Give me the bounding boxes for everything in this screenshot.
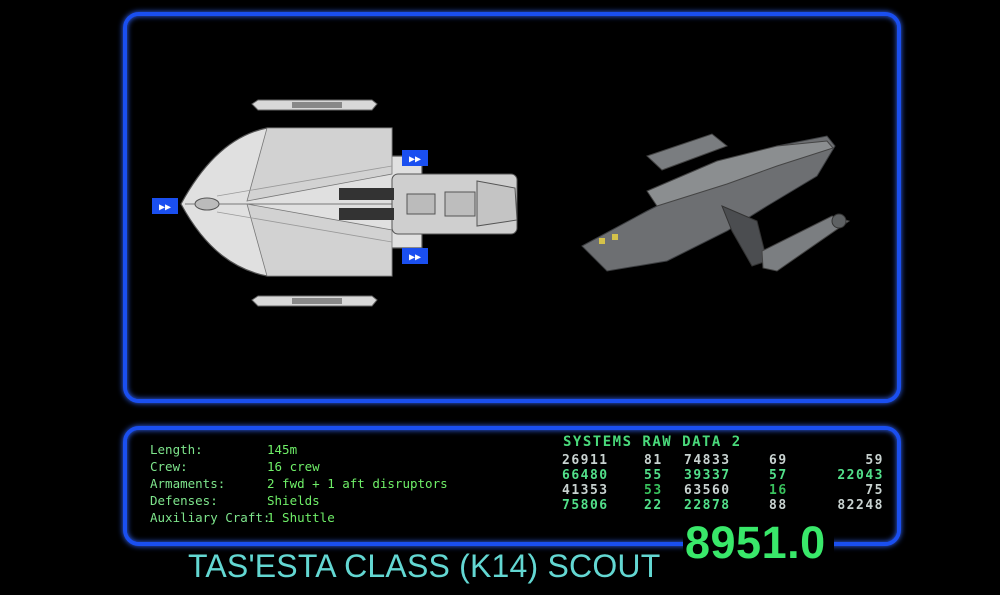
- svg-text:▶▶: ▶▶: [159, 202, 171, 213]
- spec-row-defenses: Defenses: Shields: [150, 492, 448, 509]
- systems-cell: 39337: [684, 468, 731, 483]
- spec-label: Crew:: [150, 459, 188, 474]
- spec-row-length: Length: 145m: [150, 441, 448, 458]
- spec-value: 1 Shuttle: [267, 510, 335, 525]
- systems-cell: 75806: [562, 498, 609, 513]
- systems-cell: 59: [865, 453, 884, 468]
- systems-cell: 88: [769, 498, 788, 513]
- spec-label: Length:: [150, 442, 203, 457]
- systems-row: 66480 55 39337 57 22043: [562, 468, 892, 483]
- spec-row-auxiliary-craft: Auxiliary Craft:1 Shuttle: [150, 509, 448, 526]
- systems-cell: 74833: [684, 453, 731, 468]
- systems-cell: 53: [644, 483, 663, 498]
- systems-cell: 55: [644, 468, 663, 483]
- spec-label: Armaments:: [150, 476, 226, 491]
- systems-cell: 16: [769, 483, 788, 498]
- ship-schematic-viewport: ▶▶ ▶▶ ▶▶: [152, 99, 851, 307]
- spec-label: Auxiliary Craft:: [150, 510, 271, 525]
- systems-cell: 22: [644, 498, 663, 513]
- systems-cell: 69: [769, 453, 788, 468]
- systems-cell: 63560: [684, 483, 731, 498]
- spec-value: 2 fwd + 1 aft disruptors: [267, 476, 448, 491]
- systems-raw-data-title: SYSTEMS RAW DATA 2: [563, 434, 742, 450]
- ship-render-3d: [581, 133, 851, 272]
- spec-value: 16 crew: [267, 459, 320, 474]
- ship-schematic-topdown: ▶▶ ▶▶ ▶▶: [152, 99, 518, 307]
- readout-value: 8951.0: [683, 517, 834, 569]
- hardpoint-marker-icon: ▶▶: [402, 150, 428, 166]
- systems-cell: 57: [769, 468, 788, 483]
- spec-row-crew: Crew: 16 crew: [150, 458, 448, 475]
- systems-row: 75806 22 22878 88 82248: [562, 498, 892, 513]
- systems-cell: 22043: [837, 468, 884, 483]
- ship-display-frame: ▶▶ ▶▶ ▶▶: [123, 12, 901, 403]
- systems-cell: 81: [644, 453, 663, 468]
- spec-value: Shields: [267, 493, 320, 508]
- systems-row: 26911 81 74833 69 59: [562, 453, 892, 468]
- svg-text:▶▶: ▶▶: [409, 154, 421, 165]
- systems-cell: 41353: [562, 483, 609, 498]
- hardpoint-marker-icon: ▶▶: [152, 198, 178, 214]
- systems-cell: 82248: [837, 498, 884, 513]
- hardpoint-marker-icon: ▶▶: [402, 248, 428, 264]
- systems-cell: 26911: [562, 453, 609, 468]
- ship-class-title: TAS'ESTA CLASS (K14) SCOUT: [188, 548, 661, 584]
- systems-cell: 66480: [562, 468, 609, 483]
- svg-text:▶▶: ▶▶: [409, 252, 421, 263]
- systems-row: 41353 53 63560 16 75: [562, 483, 892, 498]
- spec-row-armaments: Armaments: 2 fwd + 1 aft disruptors: [150, 475, 448, 492]
- spec-table: Length: 145m Crew: 16 crew Armaments: 2 fwd…: [150, 441, 448, 526]
- systems-cell: 75: [865, 483, 884, 498]
- spec-value: 145m: [267, 442, 298, 457]
- systems-raw-data-grid: 26911 81 74833 69 59 66480 55 39337 57 2…: [562, 453, 892, 513]
- systems-cell: 22878: [684, 498, 731, 513]
- spec-label: Defenses:: [150, 493, 218, 508]
